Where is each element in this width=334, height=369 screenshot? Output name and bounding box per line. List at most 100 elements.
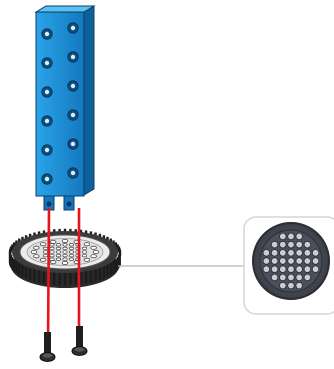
beam-hole-center — [71, 26, 75, 30]
gear-hole — [50, 251, 54, 254]
gear-hole — [62, 239, 68, 242]
gear-hole — [93, 250, 99, 253]
gear-tooth — [103, 266, 105, 278]
gear-tooth — [15, 261, 17, 273]
gear-tooth — [94, 269, 96, 281]
hub-hole — [304, 274, 311, 281]
hub-hole — [304, 266, 311, 273]
hub-hole — [271, 250, 278, 257]
screw-left — [40, 332, 55, 362]
gear-hole — [63, 244, 67, 247]
hub-hole — [304, 258, 311, 265]
beam-hole-center — [45, 32, 49, 36]
hub-hole — [271, 266, 278, 273]
gear-tooth — [29, 268, 31, 280]
hub-hole — [288, 274, 295, 281]
hub-hole — [280, 233, 287, 240]
gear-tooth — [110, 263, 112, 275]
gear-tooth — [106, 265, 108, 277]
gear-hole — [82, 254, 86, 257]
gear-tooth — [69, 273, 71, 285]
beam-hole-center — [45, 177, 49, 181]
gear-tooth — [33, 269, 35, 281]
gear-tooth — [53, 272, 55, 284]
gear-hole — [34, 255, 40, 258]
beam-hole-center — [45, 90, 49, 94]
hub-hole — [296, 282, 303, 289]
gear-tooth — [85, 271, 87, 283]
hub-hole — [280, 250, 287, 257]
gear-tooth — [58, 273, 60, 285]
beam-hole-center — [45, 119, 49, 123]
hub-hole — [280, 241, 287, 248]
gear-tooth — [18, 263, 20, 275]
hub-hole — [312, 250, 319, 257]
hub-hole — [271, 258, 278, 265]
gear-hole — [63, 258, 67, 261]
hub-hole — [263, 250, 270, 257]
gear-hole — [56, 244, 60, 247]
gear-hole — [50, 261, 56, 264]
hub-hole — [304, 250, 311, 257]
beam-hole-center — [71, 142, 75, 146]
gear-tooth — [90, 270, 92, 282]
hub-hole — [271, 241, 278, 248]
hub-hole — [280, 282, 287, 289]
gear-tooth — [115, 259, 117, 271]
hub-hole — [263, 266, 270, 273]
gear-plate — [9, 229, 121, 288]
gear-tooth — [21, 265, 23, 277]
gear-hole — [50, 244, 54, 247]
hub-hole — [280, 266, 287, 273]
hub-hole — [312, 266, 319, 273]
gear-tooth — [119, 249, 121, 254]
hub-hole — [288, 241, 295, 248]
gear-hole — [40, 243, 46, 246]
gear-tooth — [38, 270, 40, 282]
hub-hole — [288, 266, 295, 273]
hub-hole — [288, 233, 295, 240]
hub-hole — [288, 250, 295, 257]
hub-hole — [288, 258, 295, 265]
hub-hole — [288, 282, 295, 289]
hub-hole — [312, 258, 319, 265]
gear-hole — [62, 261, 68, 264]
gear-hole — [56, 258, 60, 261]
gear-hole — [82, 247, 86, 250]
beam-hole-center — [71, 171, 75, 175]
gear-hole — [50, 258, 54, 261]
beam-hole-center — [71, 84, 75, 88]
gear-tooth — [75, 272, 77, 284]
gear-hole — [69, 251, 73, 254]
beam-hole-center — [45, 61, 49, 65]
hub-hole — [296, 274, 303, 281]
gear-hole — [43, 251, 47, 254]
hub-hole — [304, 241, 311, 248]
gear-tooth — [99, 268, 101, 280]
gear-hole — [50, 240, 56, 243]
gear-hole — [84, 258, 90, 261]
gear-hole — [63, 247, 67, 250]
hub-hole — [296, 233, 303, 240]
gear-hole — [91, 255, 97, 258]
gear-hole — [43, 254, 47, 257]
beam-hole-center — [71, 113, 75, 117]
gear-hole — [43, 247, 47, 250]
gear-hole — [50, 247, 54, 250]
callout-box — [244, 217, 334, 314]
gear-hole — [69, 254, 73, 257]
guide-line-left — [48, 208, 49, 346]
beam-bottom-connectors — [44, 196, 74, 210]
gear-tooth — [25, 266, 27, 278]
hub-hole — [280, 274, 287, 281]
gear-hole — [63, 254, 67, 257]
blue-beam — [36, 6, 94, 210]
gear-hole — [40, 258, 46, 261]
gear-hole — [56, 251, 60, 254]
hub-hole — [296, 258, 303, 265]
hub-hole — [263, 258, 270, 265]
gear-hole — [56, 254, 60, 257]
gear-hole — [31, 250, 37, 253]
hub-hole — [271, 274, 278, 281]
